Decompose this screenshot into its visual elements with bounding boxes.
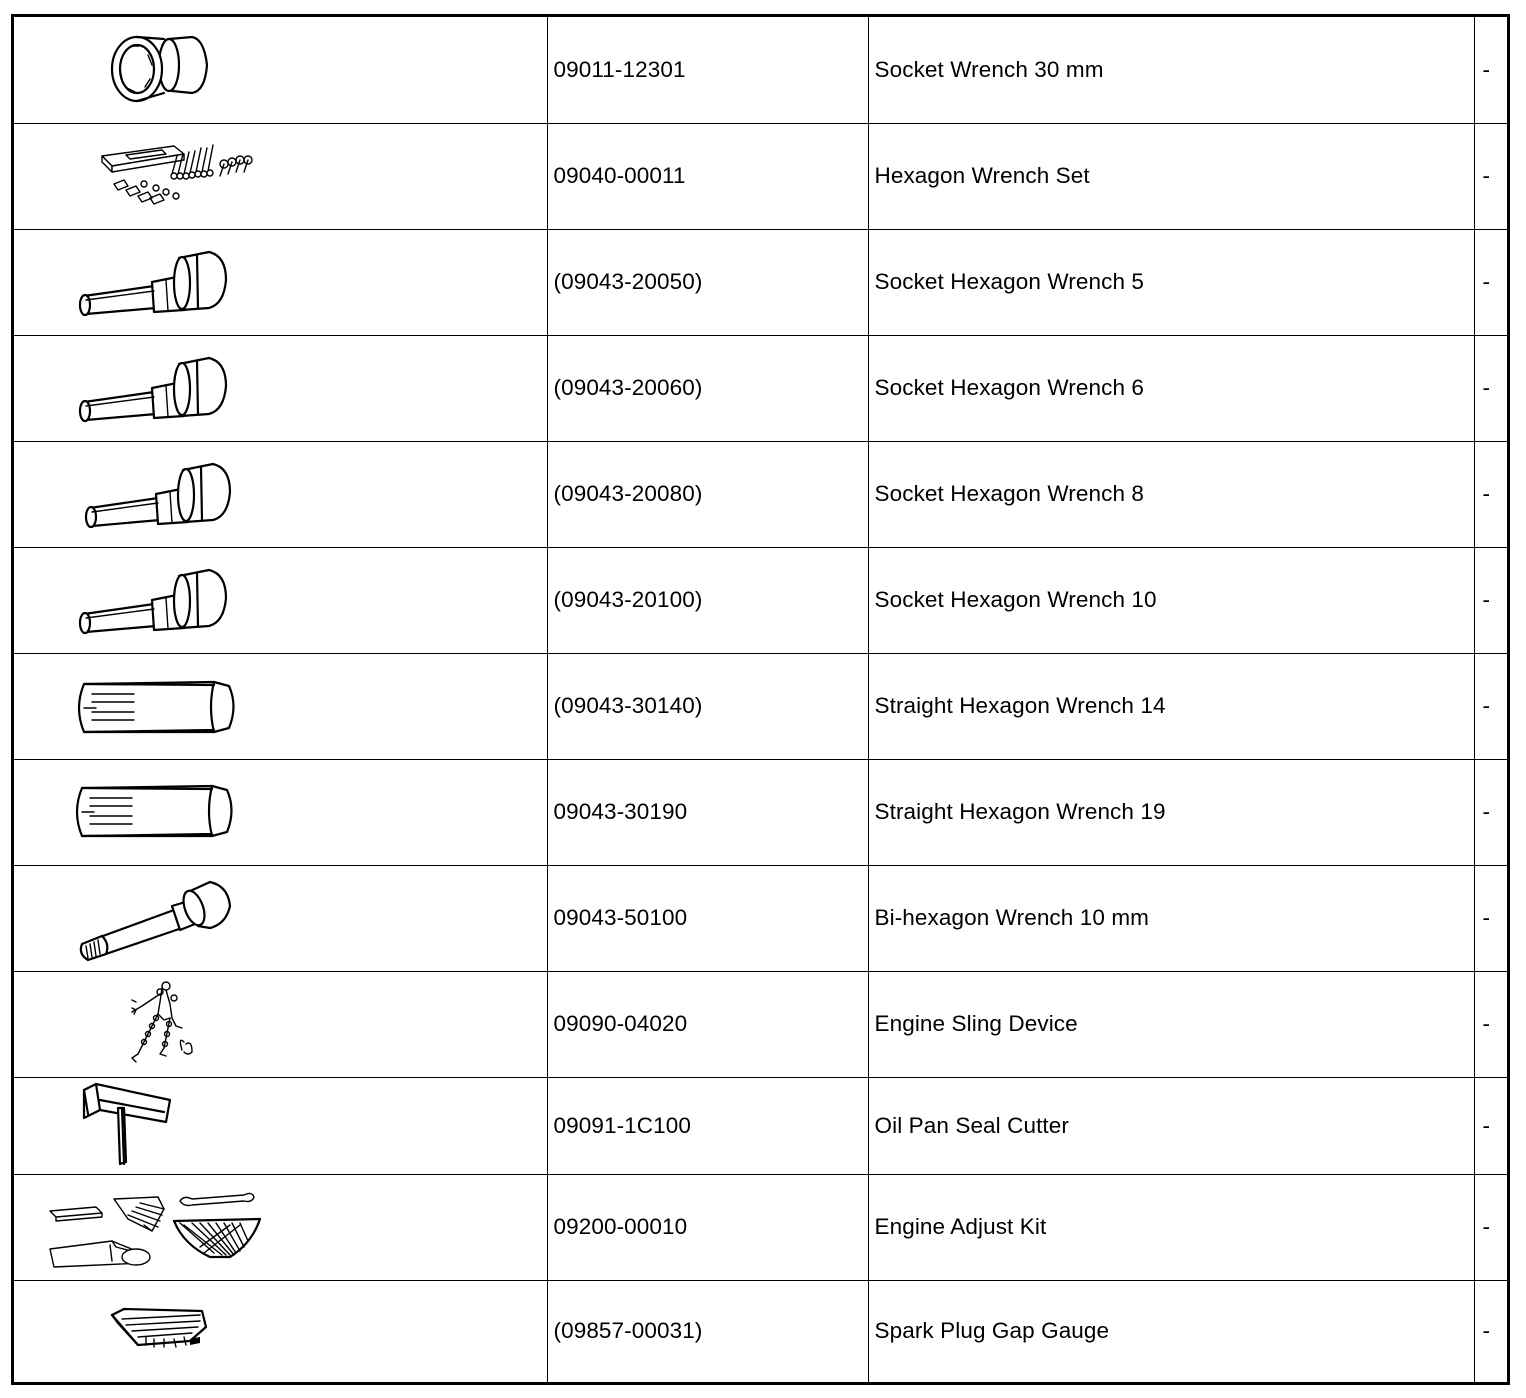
bi-hexagon-wrench-illustration xyxy=(14,866,546,970)
table-row: (09043-20060) Socket Hexagon Wrench 6 - xyxy=(14,334,1507,442)
tool-illustration-cell xyxy=(14,122,548,230)
tool-name-cell: Hexagon Wrench Set xyxy=(867,122,1475,230)
table-row: (09043-20100) Socket Hexagon Wrench 10 - xyxy=(14,546,1507,654)
part-number-cell: (09857-00031) xyxy=(546,1279,869,1382)
special-tools-table: 09011-12301 Socket Wrench 30 mm - xyxy=(14,17,1507,1382)
note-cell: - xyxy=(1473,1173,1507,1281)
table-row: 09043-30190 Straight Hexagon Wrench 19 - xyxy=(14,758,1507,866)
tool-name-cell: Oil Pan Seal Cutter xyxy=(867,1076,1475,1175)
note-cell: - xyxy=(1473,440,1507,548)
tool-illustration-cell xyxy=(14,1173,548,1281)
tool-name-cell: Spark Plug Gap Gauge xyxy=(867,1279,1475,1382)
tool-name-cell: Socket Hexagon Wrench 10 xyxy=(867,546,1475,654)
table-row: (09043-30140) Straight Hexagon Wrench 14… xyxy=(14,652,1507,760)
table-row: 09090-04020 Engine Sling Device - xyxy=(14,970,1507,1078)
note-cell: - xyxy=(1473,864,1507,972)
tool-name-cell: Bi-hexagon Wrench 10 mm xyxy=(867,864,1475,972)
special-tools-table-frame: 09011-12301 Socket Wrench 30 mm - xyxy=(11,14,1510,1385)
note-cell: - xyxy=(1473,228,1507,336)
note-cell: - xyxy=(1473,758,1507,866)
table-row: 09200-00010 Engine Adjust Kit - xyxy=(14,1173,1507,1281)
table-row: 09011-12301 Socket Wrench 30 mm - xyxy=(14,17,1507,124)
table-row: (09043-20080) Socket Hexagon Wrench 8 - xyxy=(14,440,1507,548)
note-cell: - xyxy=(1473,122,1507,230)
table-row: (09043-20050) Socket Hexagon Wrench 5 - xyxy=(14,228,1507,336)
table-row: 09040-00011 Hexagon Wrench Set - xyxy=(14,122,1507,230)
part-number-cell: (09043-30140) xyxy=(546,652,869,760)
part-number-cell: 09200-00010 xyxy=(546,1173,869,1281)
tool-illustration-cell xyxy=(14,758,548,866)
engine-adjust-kit-illustration xyxy=(14,1175,546,1279)
tool-name-cell: Straight Hexagon Wrench 19 xyxy=(867,758,1475,866)
oil-pan-seal-cutter-illustration xyxy=(14,1078,546,1173)
note-cell: - xyxy=(1473,546,1507,654)
tool-illustration-cell xyxy=(14,652,548,760)
note-cell: - xyxy=(1473,17,1507,124)
table-row: 09043-50100 Bi-hexagon Wrench 10 mm - xyxy=(14,864,1507,972)
socket-hexagon-wrench-illustration xyxy=(14,230,546,334)
note-cell: - xyxy=(1473,970,1507,1078)
part-number-cell: 09091-1C100 xyxy=(546,1076,869,1175)
part-number-cell: (09043-20060) xyxy=(546,334,869,442)
tool-illustration-cell xyxy=(14,1279,548,1382)
socket-hexagon-wrench-illustration xyxy=(14,548,546,652)
part-number-cell: 09043-30190 xyxy=(546,758,869,866)
tool-name-cell: Socket Hexagon Wrench 5 xyxy=(867,228,1475,336)
hexagon-wrench-set-illustration xyxy=(14,124,546,228)
tool-illustration-cell xyxy=(14,546,548,654)
tool-illustration-cell xyxy=(14,334,548,442)
part-number-cell: 09090-04020 xyxy=(546,970,869,1078)
part-number-cell: (09043-20050) xyxy=(546,228,869,336)
tool-illustration-cell xyxy=(14,970,548,1078)
straight-hexagon-wrench-illustration xyxy=(14,654,546,758)
socket-hexagon-wrench-illustration xyxy=(14,336,546,440)
table-row: (09857-00031) Spark Plug Gap Gauge - xyxy=(14,1279,1507,1382)
tool-name-cell: Socket Hexagon Wrench 6 xyxy=(867,334,1475,442)
tool-illustration-cell xyxy=(14,440,548,548)
table-row: 09091-1C100 Oil Pan Seal Cutter - xyxy=(14,1076,1507,1175)
tool-name-cell: Engine Sling Device xyxy=(867,970,1475,1078)
tool-name-cell: Socket Hexagon Wrench 8 xyxy=(867,440,1475,548)
part-number-cell: 09043-50100 xyxy=(546,864,869,972)
part-number-cell: (09043-20080) xyxy=(546,440,869,548)
tool-illustration-cell xyxy=(14,1076,548,1175)
note-cell: - xyxy=(1473,1076,1507,1175)
tool-illustration-cell xyxy=(14,17,548,124)
socket-wrench-illustration xyxy=(14,17,546,122)
spark-plug-gap-gauge-illustration xyxy=(14,1281,546,1382)
tool-name-cell: Socket Wrench 30 mm xyxy=(867,17,1475,124)
note-cell: - xyxy=(1473,1279,1507,1382)
tool-name-cell: Straight Hexagon Wrench 14 xyxy=(867,652,1475,760)
straight-hexagon-wrench-illustration xyxy=(14,760,546,864)
note-cell: - xyxy=(1473,652,1507,760)
part-number-cell: 09040-00011 xyxy=(546,122,869,230)
part-number-cell: (09043-20100) xyxy=(546,546,869,654)
tool-illustration-cell xyxy=(14,228,548,336)
tool-illustration-cell xyxy=(14,864,548,972)
engine-sling-device-illustration xyxy=(14,972,546,1076)
part-number-cell: 09011-12301 xyxy=(546,17,869,124)
tool-name-cell: Engine Adjust Kit xyxy=(867,1173,1475,1281)
note-cell: - xyxy=(1473,334,1507,442)
socket-hexagon-wrench-illustration xyxy=(14,442,546,546)
